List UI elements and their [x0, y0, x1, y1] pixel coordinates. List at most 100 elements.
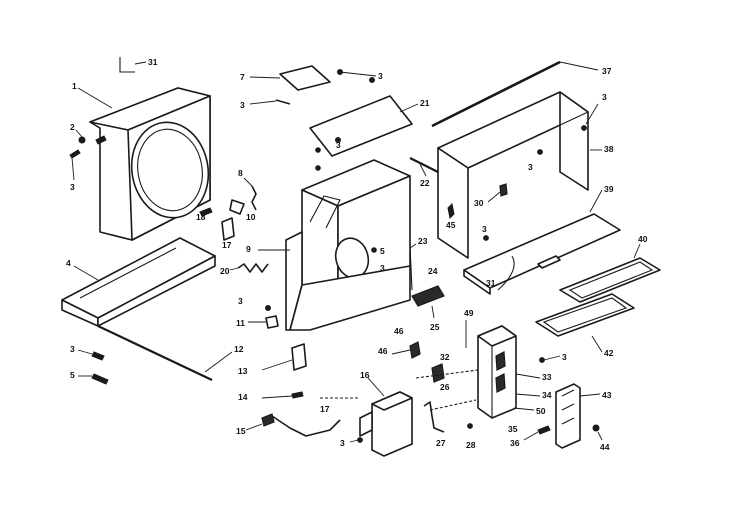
leader-46	[391, 349, 411, 355]
part-20-spring	[237, 263, 269, 273]
label-10: 10	[246, 212, 256, 222]
label-15: 15	[236, 426, 246, 436]
label-2: 2	[70, 122, 75, 132]
part-21-top-cover	[309, 95, 413, 157]
leader-22	[419, 163, 427, 177]
part-39-base-panel	[463, 213, 621, 295]
label-3a: 3	[70, 182, 75, 192]
part-46-switch	[409, 341, 421, 359]
label-3h: 3	[340, 438, 345, 448]
label-16: 16	[360, 370, 370, 380]
part-43-control-panel	[555, 383, 581, 449]
label-18a: 18	[196, 212, 206, 222]
part-45-screw	[447, 202, 455, 220]
label-42: 42	[604, 348, 614, 358]
leader-23	[409, 243, 417, 249]
label-14: 14	[238, 392, 248, 402]
screw-9	[371, 247, 377, 253]
label-49: 49	[464, 308, 474, 318]
screw-38a	[581, 125, 587, 131]
label-20: 20	[220, 266, 230, 276]
part-1-fan-shroud	[89, 87, 211, 241]
leader-16	[367, 377, 385, 397]
leader-50	[513, 407, 535, 411]
leader-4	[73, 265, 99, 281]
screw-11a	[265, 305, 271, 311]
label-25: 25	[430, 322, 440, 332]
label-17: 17	[222, 240, 232, 250]
part-15-plug	[261, 413, 275, 427]
part-11-nut	[265, 315, 279, 329]
part-31-wire	[497, 255, 515, 291]
part-8-spring	[251, 185, 257, 211]
part-31-bracket	[119, 57, 135, 73]
leader-42	[591, 335, 603, 353]
leader-3c	[249, 100, 277, 105]
label-31-top: 31	[148, 57, 158, 67]
label-12: 12	[234, 344, 244, 354]
label-23: 23	[418, 236, 428, 246]
label-3l: 3	[562, 352, 567, 362]
label-22: 22	[420, 178, 430, 188]
leader-15	[245, 423, 263, 431]
part-13-bracket	[291, 343, 307, 371]
leader-8	[243, 177, 253, 187]
screw-39	[483, 235, 489, 241]
part-26-relay	[431, 363, 445, 383]
part-27-lead	[423, 401, 445, 433]
label-34: 34	[542, 390, 552, 400]
leader-30	[487, 191, 501, 203]
part-18-screw	[199, 207, 213, 217]
leader-12	[204, 351, 233, 373]
leader-25	[431, 305, 435, 319]
label-39: 39	[604, 184, 614, 194]
label-9: 9	[246, 244, 251, 254]
screw-16	[357, 437, 363, 443]
label-31-wire: 31	[486, 278, 496, 288]
label-3d: 3	[378, 71, 383, 81]
label-44: 44	[600, 442, 610, 452]
label-28: 28	[466, 440, 476, 450]
leader-1	[77, 87, 113, 109]
leader-40	[633, 243, 641, 259]
label-3f: 3	[380, 263, 385, 273]
label-46: 46	[378, 346, 388, 356]
label-5b: 5	[380, 246, 385, 256]
label-45: 45	[446, 220, 456, 230]
part-12-rod	[97, 325, 213, 381]
part-2-washer	[78, 136, 86, 144]
label-36: 36	[510, 438, 520, 448]
part-16-capacitor	[359, 391, 413, 457]
leader-3a	[71, 157, 75, 181]
label-32: 32	[440, 352, 450, 362]
screw-38b	[537, 149, 543, 155]
label-33: 33	[542, 372, 552, 382]
label-3c: 3	[240, 100, 245, 110]
label-37: 37	[602, 66, 612, 76]
screw-top-2	[369, 77, 375, 83]
part-7-plate	[279, 65, 331, 91]
routing-line-1	[320, 369, 479, 411]
part-24-wire	[409, 245, 413, 291]
part-42-frame	[535, 293, 635, 337]
leader-34	[515, 393, 541, 397]
label-3b: 3	[70, 344, 75, 354]
part-40-frame	[559, 257, 661, 303]
label-3g: 3	[238, 296, 243, 306]
leader-7	[249, 76, 281, 79]
leader-33	[515, 373, 541, 379]
part-17-bracket	[221, 217, 235, 241]
leader-13	[261, 359, 293, 371]
leader-31-top	[134, 61, 147, 65]
label-43: 43	[602, 390, 612, 400]
label-35: 35	[508, 424, 518, 434]
part-3-screw-shroud	[69, 149, 81, 159]
label-1: 1	[72, 81, 77, 91]
part-4-base-pan	[61, 237, 216, 327]
leader-37	[559, 61, 599, 71]
part-9-partition	[285, 147, 411, 331]
label-4: 4	[66, 258, 71, 268]
part-clip-shroud	[95, 135, 107, 145]
label-3i: 3	[602, 92, 607, 102]
